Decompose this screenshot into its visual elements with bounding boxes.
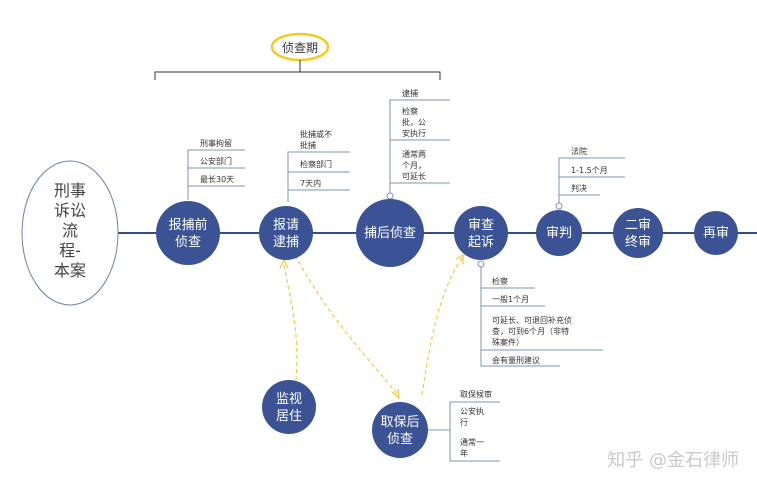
node-label: 再审	[703, 226, 729, 241]
node-final-appeal: 二审 终审	[613, 208, 663, 258]
node-label: 二审	[625, 218, 651, 233]
node-label: 逮捕	[273, 234, 299, 250]
note-text: 公安执	[460, 406, 484, 416]
note-text: 行	[460, 417, 468, 427]
note-connector	[480, 265, 560, 367]
note-connector	[287, 151, 350, 202]
note-connector	[558, 157, 625, 206]
node-bail-investigation: 取保后 侦查	[372, 402, 428, 458]
notes-request-arrest	[287, 151, 350, 202]
node-label: 审查	[468, 218, 494, 233]
node-label: 报捕前	[168, 217, 207, 233]
note-text: 殊案件）	[492, 337, 524, 347]
node-circle	[356, 199, 424, 267]
note-text: 7天内	[300, 178, 321, 188]
node-label: 审判	[546, 226, 572, 241]
note-text: 检察部门	[300, 159, 332, 169]
node-post-arrest-investigation: 捕后侦查	[356, 199, 424, 267]
node-pre-arrest-investigation: 报捕前 侦查	[156, 201, 220, 265]
dashed-link	[421, 257, 463, 396]
note-text: 检察	[492, 276, 508, 286]
note-text: 可延长	[402, 171, 426, 181]
note-handle	[555, 202, 563, 210]
investigation-period-bracket	[154, 71, 441, 80]
node-label: 侦查	[175, 235, 201, 250]
note-text: 通常两	[402, 149, 426, 159]
note-handle	[477, 260, 485, 268]
title-node: 刑事 诉讼 流 程- 本案	[21, 160, 119, 306]
title-line: 程-	[59, 241, 81, 260]
investigation-period-group: 侦查期	[154, 32, 441, 80]
node-label: 侦查	[387, 432, 413, 447]
note-text: 判决	[571, 183, 587, 193]
title-line: 刑事	[54, 181, 86, 200]
node-circle	[613, 208, 663, 258]
note-text: 批，公	[402, 117, 426, 127]
node-circle	[156, 201, 220, 265]
node-circle	[262, 380, 316, 434]
node-trial: 审判	[536, 210, 582, 256]
dashed-links	[283, 254, 463, 396]
title-line: 流	[62, 221, 78, 240]
note-text: 逮捕	[402, 88, 418, 98]
note-text: 法院	[571, 146, 587, 156]
arrow-head	[391, 388, 400, 400]
note-handle	[386, 192, 394, 200]
note-text: 取保候审	[460, 389, 492, 399]
investigation-period-label: 侦查期	[282, 41, 318, 55]
note-connector	[187, 149, 245, 200]
dashed-link	[283, 263, 298, 381]
notes-trial	[558, 157, 625, 206]
note-text: 批捕或不	[300, 129, 332, 139]
notes-post-arrest	[389, 99, 450, 195]
node-label: 报请	[273, 218, 299, 233]
node-label: 监视	[276, 392, 302, 407]
node-label: 终审	[625, 234, 651, 250]
node-circle	[536, 210, 582, 256]
arrow-head	[455, 253, 464, 264]
note-text: 查，可到6个月（非特	[492, 326, 569, 336]
note-text: 个月，	[402, 161, 426, 170]
notes-bail	[426, 401, 500, 462]
arrow-head	[279, 258, 289, 269]
note-text: 通常一	[460, 437, 484, 447]
note-text: 一般1个月	[492, 294, 529, 304]
node-circle	[259, 206, 313, 260]
node-residential-surveillance: 监视 居住	[262, 380, 316, 434]
node-label: 取保后	[380, 415, 419, 430]
node-circle	[372, 402, 428, 458]
node-prosecution-review: 审查 起诉	[454, 206, 508, 260]
notes-prosecution	[480, 265, 603, 367]
node-circle	[694, 211, 738, 255]
note-text: 公安部门	[200, 156, 232, 166]
node-label: 捕后侦查	[364, 225, 416, 241]
node-label: 起诉	[468, 235, 494, 250]
note-text: 安执行	[402, 128, 426, 138]
watermark: 知乎 @金石律师	[607, 450, 739, 471]
note-text: 会有量刑建议	[492, 355, 540, 365]
title-ellipse	[21, 160, 119, 306]
node-circle	[454, 206, 508, 260]
note-text: 检察	[402, 106, 418, 116]
node-request-arrest: 报请 逮捕	[259, 206, 313, 260]
note-text: 可延长、可退回补充侦	[492, 315, 572, 325]
note-text: 最长30天	[200, 174, 234, 184]
node-label: 居住	[276, 409, 302, 424]
node-retrial: 再审	[694, 211, 738, 255]
dashed-link	[294, 254, 399, 396]
note-text: 1-1.5个月	[571, 166, 608, 175]
note-text: 年	[460, 448, 468, 458]
note-text: 刑事拘留	[200, 138, 232, 148]
title-line: 诉讼	[54, 201, 86, 220]
note-text: 批捕	[300, 140, 316, 150]
title-line: 本案	[54, 261, 86, 280]
note-connector	[449, 402, 500, 462]
note-connector	[389, 99, 450, 195]
notes-pre-arrest	[187, 149, 245, 200]
